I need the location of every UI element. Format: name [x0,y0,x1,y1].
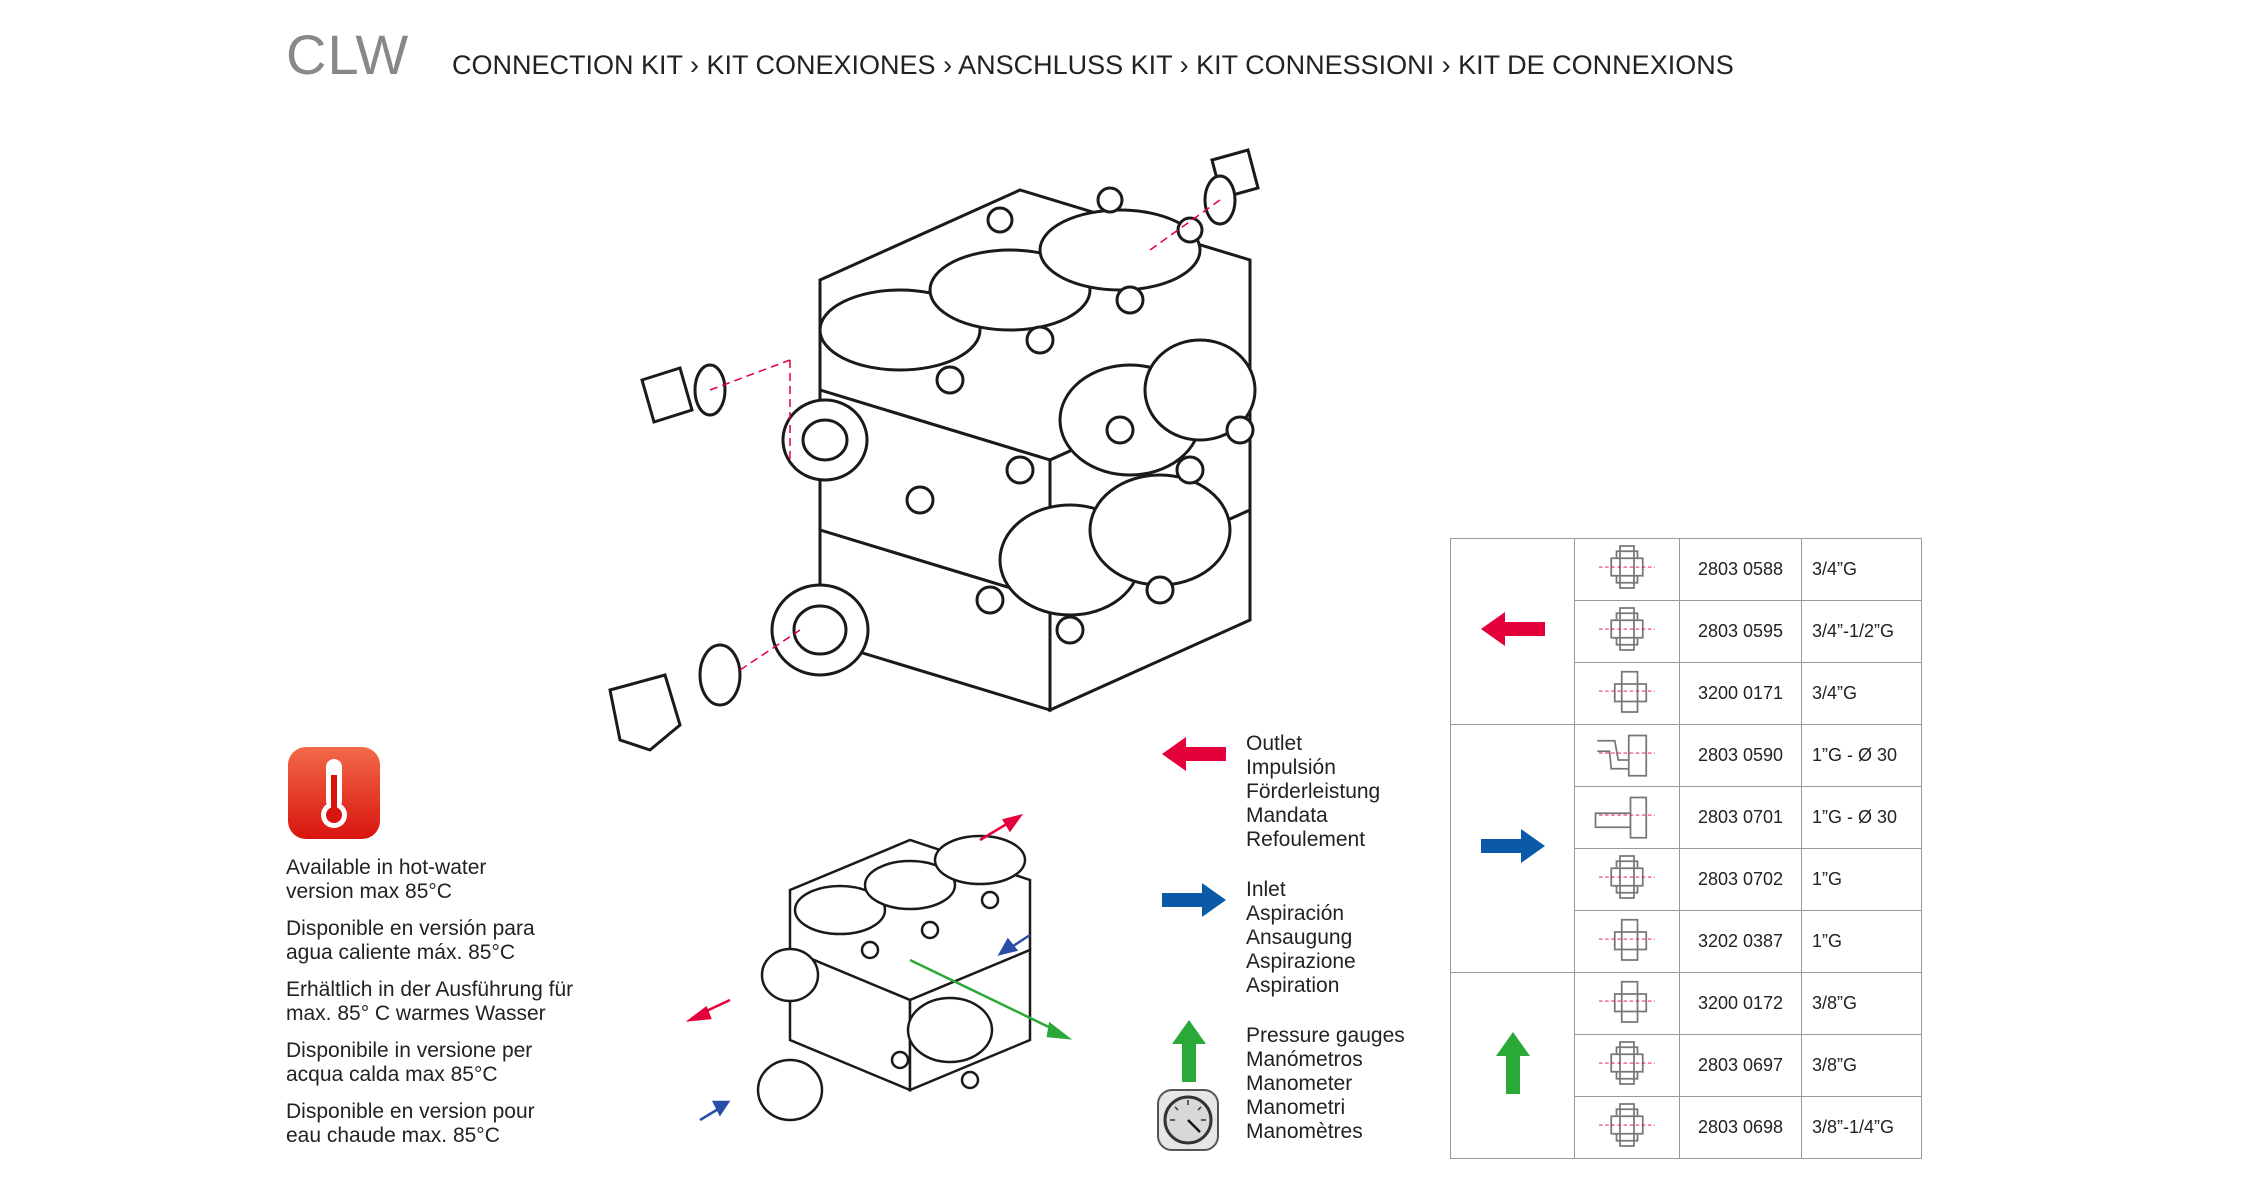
gauge-arrow-icon [1450,972,1575,1159]
thread-size: 1”G - Ø 30 [1801,786,1922,849]
pump-exploded-illustration [608,148,1260,752]
thread-size: 1”G [1801,848,1922,911]
thread-size: 3/4”G [1801,538,1922,601]
inlet-arrow-icon [1450,724,1575,973]
page-subtitle: CONNECTION KIT › KIT CONEXIONES › ANSCHL… [452,50,1734,80]
thread-size: 3/8”G [1801,1034,1922,1097]
part-code: 2803 0590 [1679,724,1802,787]
fitting-icon [1574,848,1680,911]
part-code: 2803 0595 [1679,600,1802,663]
part-code: 3200 0172 [1679,972,1802,1035]
thread-size: 3/4”G [1801,662,1922,725]
gauge-arrow-icon [1172,1020,1206,1082]
fitting-icon [1574,538,1680,601]
thread-size: 3/8”G [1801,972,1922,1035]
fitting-icon [1574,972,1680,1035]
thread-size: 3/4”-1/2”G [1801,600,1922,663]
fitting-icon [1574,910,1680,973]
fitting-icon [1574,724,1680,787]
thread-size: 1”G - Ø 30 [1801,724,1922,787]
part-code: 3202 0387 [1679,910,1802,973]
fitting-icon [1574,786,1680,849]
fitting-icon [1574,600,1680,663]
part-code: 3200 0171 [1679,662,1802,725]
fitting-icon [1574,662,1680,725]
part-code: 2803 0698 [1679,1096,1802,1159]
outlet-arrow-icon [1450,538,1575,725]
thread-size: 3/8”-1/4”G [1801,1096,1922,1159]
thermometer-icon [288,747,380,839]
pump-connection-diagram [685,813,1073,1122]
inlet-arrow-icon [1162,883,1226,917]
brand-title: CLW [286,23,410,86]
part-code: 2803 0702 [1679,848,1802,911]
outlet-arrow-icon [1162,737,1226,771]
thread-size: 1”G [1801,910,1922,973]
part-code: 2803 0697 [1679,1034,1802,1097]
pressure-gauge-icon [1157,1089,1219,1151]
fitting-icon [1574,1096,1680,1159]
part-code: 2803 0588 [1679,538,1802,601]
fitting-icon [1574,1034,1680,1097]
part-code: 2803 0701 [1679,786,1802,849]
